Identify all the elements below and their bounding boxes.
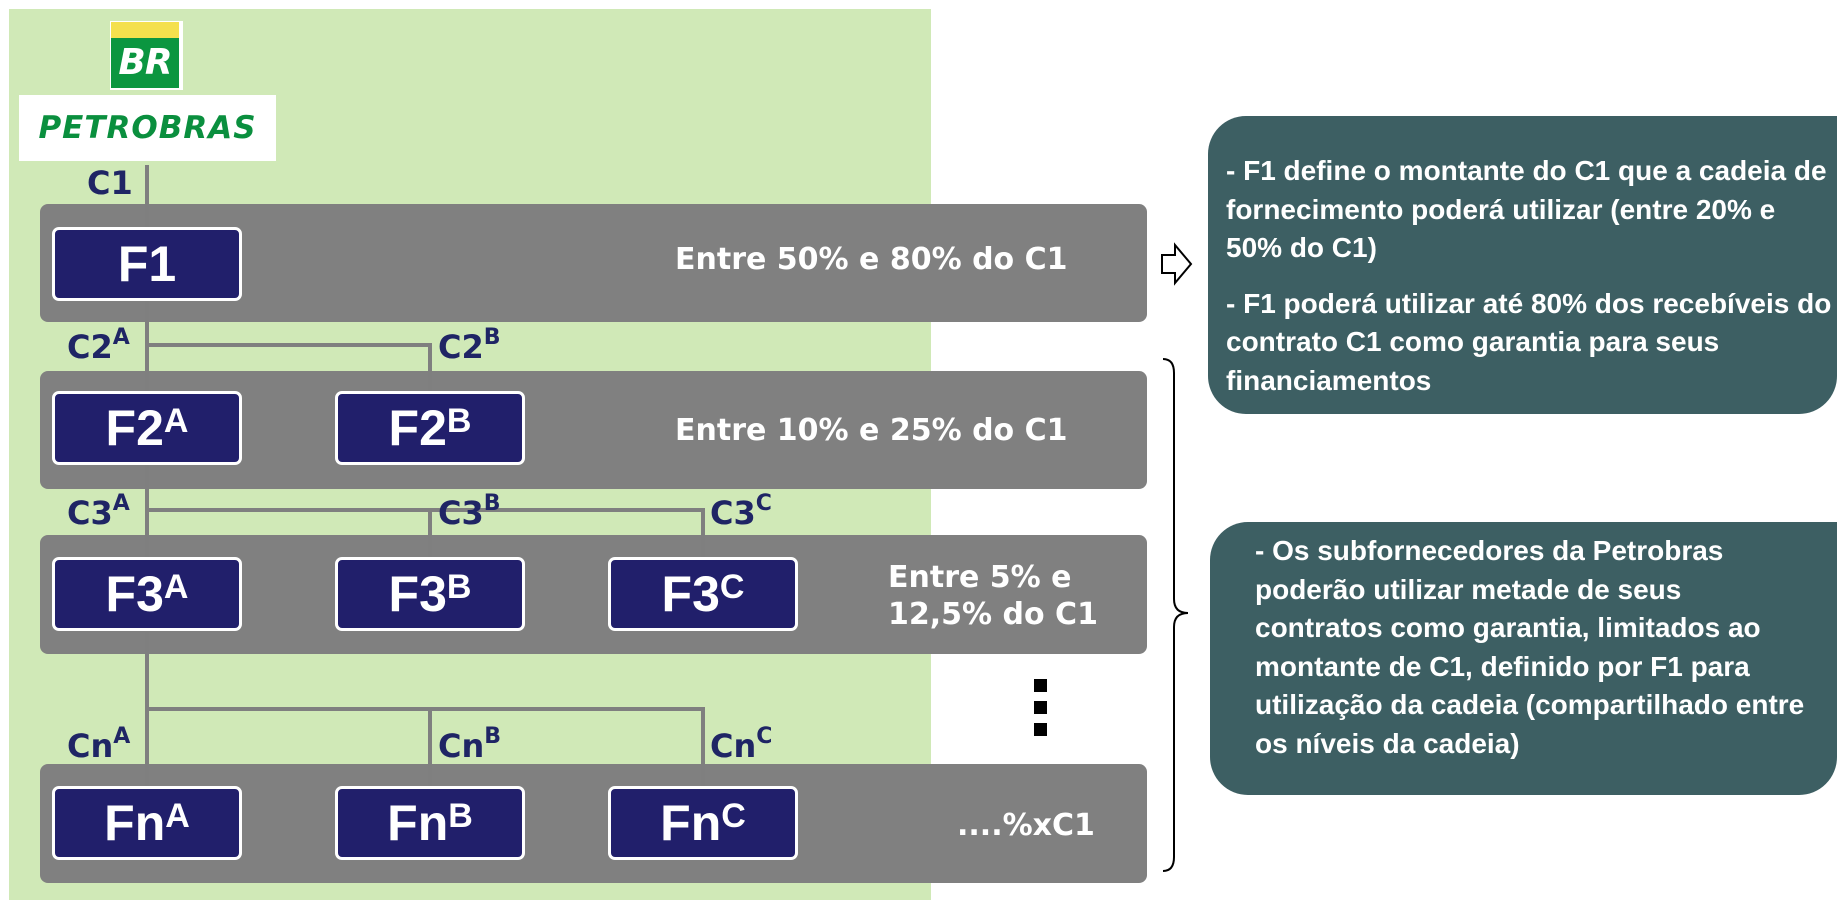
connector-line [145, 300, 149, 394]
callout-paragraph: - F1 define o montante do C1 que a cadei… [1226, 155, 1827, 263]
callout-subsuppliers-rules: - Os subfornecedores da Petrobras poderã… [1210, 522, 1837, 795]
contract-label-cnc: CnC [710, 724, 773, 765]
ellipsis-dot [1034, 723, 1047, 736]
connector-line [145, 343, 432, 347]
logo-wordmark: PETROBRAS [38, 110, 257, 146]
contract-label-cna: CnA [67, 724, 131, 765]
ellipsis-dot [1034, 679, 1047, 692]
supplier-node-fnc: FnC [608, 786, 798, 860]
logo-emblem-text: BR [118, 42, 172, 83]
connector-line [428, 343, 432, 393]
callout-f1-rules: - F1 define o montante do C1 que a cadei… [1208, 116, 1837, 414]
connector-line [428, 707, 432, 787]
supplier-node-f2a: F2A [52, 391, 242, 465]
supplier-node-f3a: F3A [52, 557, 242, 631]
logo-wordmark-background [19, 95, 276, 161]
supplier-node-fnb: FnB [335, 786, 525, 860]
contract-label-c2a: C2A [67, 325, 130, 366]
connector-line [145, 508, 705, 512]
connector-line [428, 508, 432, 559]
contract-label-c3c: C3C [710, 491, 772, 532]
connector-line [145, 165, 149, 228]
supplier-node-f1: F1 [52, 227, 242, 301]
contract-label-cnb: CnB [438, 724, 502, 765]
connector-line [145, 707, 705, 711]
contract-label-c1: C1 [87, 164, 133, 202]
supplier-node-f3c: F3C [608, 557, 798, 631]
contract-label-c3b: C3B [438, 491, 501, 532]
logo-emblem-green [111, 38, 179, 88]
contract-label-c3a: C3A [67, 491, 130, 532]
callout-paragraph: - F1 poderá utilizar até 80% dos recebív… [1226, 287, 1832, 396]
level-3-share-text: Entre 5% e 12,5% do C1 [888, 560, 1098, 632]
hollow-right-arrow-icon [1161, 242, 1193, 286]
supplier-node-f3b: F3B [335, 557, 525, 631]
level-n-share-text: ....%xC1 [957, 808, 1095, 843]
ellipsis-dot [1034, 701, 1047, 714]
contract-label-c2b: C2B [438, 325, 501, 366]
supplier-node-f2b: F2B [335, 391, 525, 465]
connector-line [701, 707, 705, 787]
level-2-share-text: Entre 10% e 25% do C1 [675, 413, 1068, 448]
supplier-node-fna: FnA [52, 786, 242, 860]
logo-emblem-yellow-stripe [111, 22, 179, 38]
callout-paragraph: - Os subfornecedores da Petrobras poderã… [1255, 535, 1805, 759]
right-curly-brace-icon [1162, 358, 1189, 872]
level-1-share-text: Entre 50% e 80% do C1 [675, 242, 1068, 277]
connector-line [701, 508, 705, 559]
